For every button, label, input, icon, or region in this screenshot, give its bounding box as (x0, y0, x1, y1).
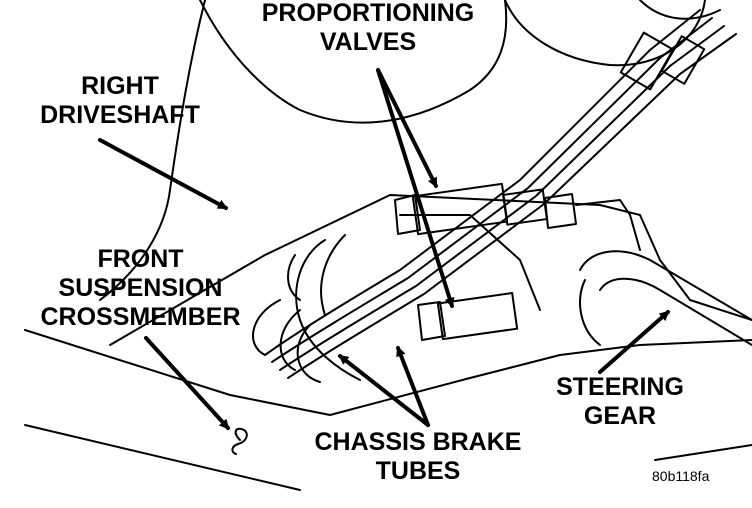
label-line: SUSPENSION (58, 274, 223, 302)
crossmember-lower-edge (24, 329, 752, 416)
label-line: DRIVESHAFT (40, 101, 200, 129)
label-line: RIGHT (81, 72, 159, 100)
arrow-brake-tubes-left (338, 354, 430, 427)
body-left-curve (99, 0, 206, 301)
brake-tube-2 (271, 17, 713, 363)
frame-bottom-edge (24, 424, 301, 491)
label-line: PROPORTIONING (261, 0, 475, 27)
tube-loop-1 (252, 299, 281, 356)
label-line: STEERING (556, 373, 684, 401)
label-line: TUBES (375, 457, 461, 485)
steering-gear-housing (579, 250, 752, 321)
wheel-outline (504, 0, 706, 67)
arrow-steering-gear (598, 310, 670, 374)
arrow-proportioning-upper (376, 68, 438, 188)
arrow-crossmember (144, 336, 230, 430)
callout-arrows (98, 68, 670, 430)
arrow-right-driveshaft (98, 138, 228, 210)
crossmember-upper-edge (109, 194, 752, 346)
label-line: FRONT (97, 245, 184, 273)
brake-tube-1 (264, 9, 701, 356)
tube-loop-2 (279, 309, 301, 371)
label-line: CHASSIS BRAKE (314, 428, 522, 456)
label-steering-gear: STEERING GEAR (540, 373, 700, 431)
brake-tube-4 (287, 33, 737, 379)
label-line: CROSSMEMBER (40, 303, 241, 331)
line-art (24, 0, 752, 491)
bracket-hook (231, 427, 248, 455)
label-proportioning-valves: PROPORTIONING VALVES (246, 0, 490, 57)
label-chassis-brake-tubes: CHASSIS BRAKE TUBES (298, 428, 538, 486)
arrow-proportioning-lower (376, 68, 455, 308)
label-right-driveshaft: RIGHT DRIVESHAFT (30, 72, 210, 130)
arrow-brake-tubes-right (396, 346, 430, 427)
label-line: GEAR (583, 402, 657, 430)
label-front-suspension-crossmember: FRONT SUSPENSION CROSSMEMBER (28, 245, 253, 332)
figure-reference-code: 80b118fa (652, 468, 710, 484)
proportioning-valve-lower (436, 292, 519, 341)
tube-loop-3 (296, 324, 321, 383)
driveshaft-housing-outline (199, 0, 508, 124)
label-line: VALVES (319, 28, 417, 56)
